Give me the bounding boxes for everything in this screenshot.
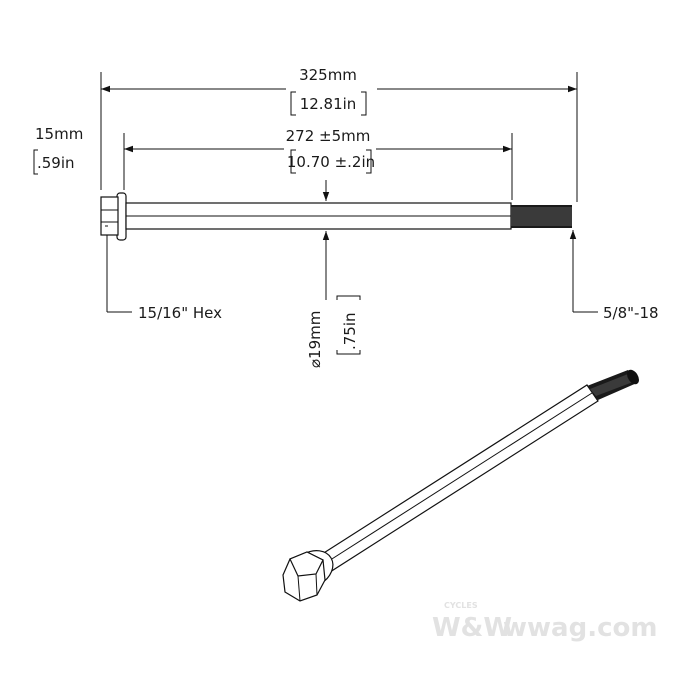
shaft-length-dimension: 272 ±5mm 10.70 ±.2in [123, 127, 513, 201]
shaft-length-metric: 272 ±5mm [286, 127, 371, 145]
head-height-imperial: .59in [37, 154, 75, 172]
watermark: W&W CYCLES wwag.com [432, 601, 657, 643]
diameter-metric: ⌀19mm [306, 311, 324, 368]
overall-length-dimension: 325mm 12.81in [100, 66, 578, 202]
watermark-site: wwag.com [503, 613, 657, 643]
thread-section [511, 205, 572, 228]
shaft-length-imperial: 10.70 ±.2in [287, 153, 375, 171]
diameter-callout: ⌀19mm .75in [306, 231, 361, 368]
diameter-imperial: .75in [341, 312, 359, 350]
axle-front-view [100, 192, 572, 241]
hex-size-callout: 15/16" Hex [106, 235, 222, 322]
thread-label: 5/8"-18 [603, 304, 659, 322]
thread-callout: 5/8"-18 [569, 230, 659, 322]
overall-length-imperial: 12.81in [300, 95, 357, 113]
overall-length-metric: 325mm [299, 66, 357, 84]
head-height-metric: 15mm [35, 125, 83, 143]
hex-size-label: 15/16" Hex [138, 304, 222, 322]
watermark-sub: CYCLES [444, 601, 478, 610]
axle-isometric-view [282, 369, 639, 602]
watermark-logo: W&W [432, 613, 512, 643]
head-height-dimension: 15mm .59in [33, 125, 83, 175]
